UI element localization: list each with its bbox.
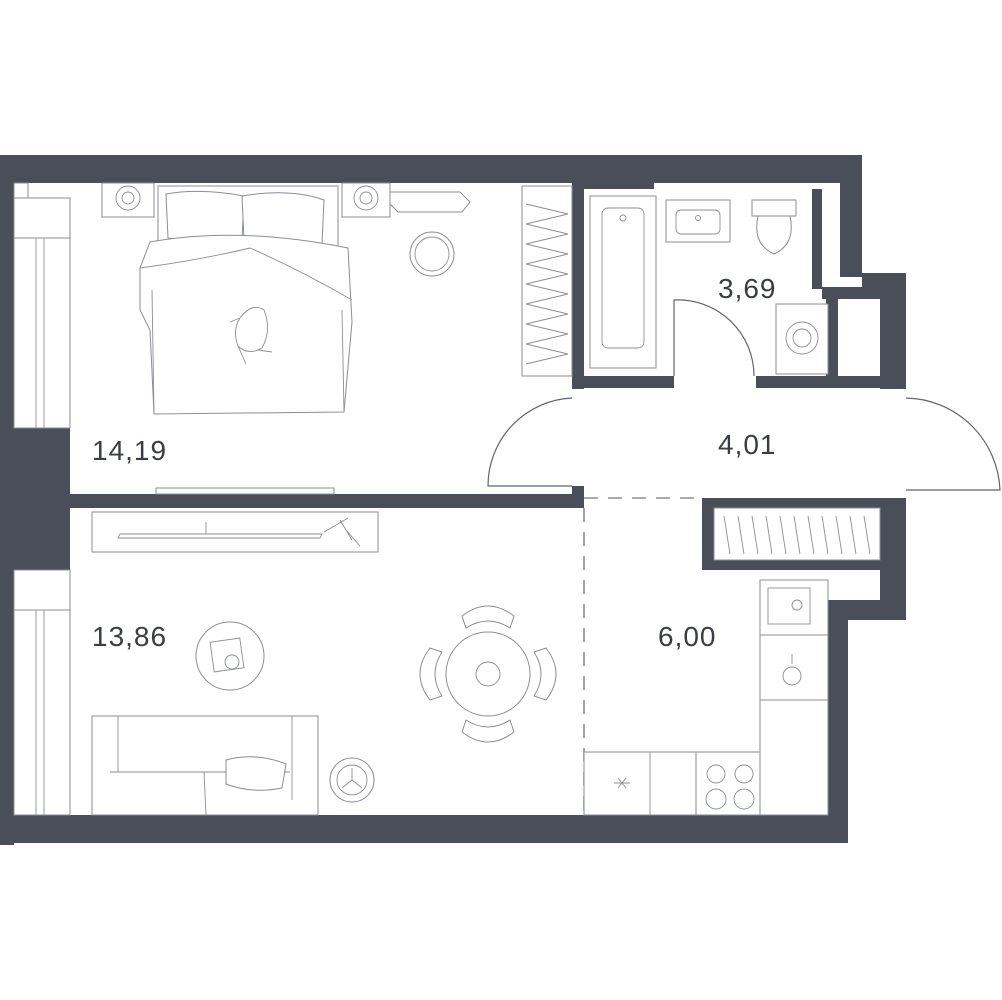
- wall-stub: [572, 486, 584, 496]
- washing-machine-icon: [785, 321, 819, 355]
- wall-wardrobe-bottom: [702, 560, 880, 570]
- door-bathroom: [673, 299, 755, 377]
- wall-bed-living: [70, 494, 584, 508]
- wall-right-upper: [840, 155, 862, 277]
- wall-left: [0, 155, 14, 845]
- chair-right: [533, 647, 557, 701]
- coffee-table: [195, 621, 265, 691]
- plant-icon: [323, 517, 361, 547]
- wall-right-kitchen: [880, 498, 906, 620]
- sink: [665, 199, 731, 243]
- walls: [0, 155, 906, 845]
- tv-stand: [91, 511, 379, 553]
- cooktop: [695, 751, 761, 816]
- wall-bottom: [0, 815, 848, 843]
- windows: [13, 182, 71, 816]
- burner-icon: [706, 764, 726, 784]
- wall-kitchen-nook: [828, 600, 906, 620]
- dining-table: [445, 631, 531, 717]
- dresser: [389, 191, 471, 213]
- nightstand-right: [341, 182, 391, 218]
- toilet-icon: [756, 215, 792, 255]
- wall-bath-bottom-a: [584, 376, 674, 388]
- door-bedroom: [487, 397, 573, 487]
- door-entrance: [905, 397, 1001, 491]
- tv-bedroom: [155, 487, 335, 495]
- cat-icon: [235, 306, 268, 352]
- bed-blanket: [139, 234, 353, 415]
- window-bedroom: [13, 197, 71, 429]
- wall-right-shaft: [880, 273, 906, 389]
- doors: [487, 299, 1001, 815]
- nightstand-left: [101, 182, 155, 218]
- lamp-right-icon: [353, 185, 379, 211]
- washing-machine: [775, 303, 829, 375]
- bathroom-fixtures: [589, 195, 829, 375]
- fridge-cabinet: [583, 751, 697, 816]
- wall-wardrobe-top: [702, 498, 880, 508]
- lamp-left-icon: [115, 185, 141, 211]
- wall-right-lower: [828, 618, 848, 843]
- wardrobe-bedroom: [521, 185, 573, 377]
- area-labels: 14,19 3,69 4,01 13,86 6,00: [92, 273, 777, 652]
- wall-top: [0, 155, 862, 183]
- kitchen-counter: [759, 699, 829, 816]
- wall-bath-left: [572, 183, 584, 389]
- area-living-room: 13,86: [92, 621, 167, 652]
- toilet-tank: [751, 199, 797, 217]
- centerpiece-icon: [475, 661, 501, 687]
- kitchen-furniture: [583, 579, 829, 816]
- oven-cabinet: [759, 579, 829, 636]
- chair-bottom: [461, 719, 515, 743]
- area-bathroom: 3,69: [718, 273, 777, 304]
- chair-top: [461, 605, 515, 629]
- wall-bath-right: [812, 189, 822, 289]
- sofa-cushion: [225, 756, 287, 791]
- wall-shaft-left: [826, 289, 838, 387]
- faucet-icon: [782, 666, 802, 686]
- window-living: [13, 569, 71, 816]
- living-furniture: [91, 511, 557, 816]
- fridge-snowflake-icon: [614, 777, 630, 789]
- bedroom-furniture: [101, 182, 573, 495]
- wall-wardrobe-left: [702, 498, 714, 570]
- chair-left: [419, 647, 443, 701]
- bathtub: [589, 195, 657, 369]
- wall-left-pier: [14, 428, 70, 570]
- area-bedroom: 14,19: [92, 435, 167, 466]
- area-hallway: 4,01: [718, 429, 777, 460]
- hallway-furniture: [713, 507, 881, 561]
- wall-bath-top: [584, 183, 654, 189]
- round-stool: [409, 231, 455, 277]
- area-kitchen: 6,00: [658, 621, 717, 652]
